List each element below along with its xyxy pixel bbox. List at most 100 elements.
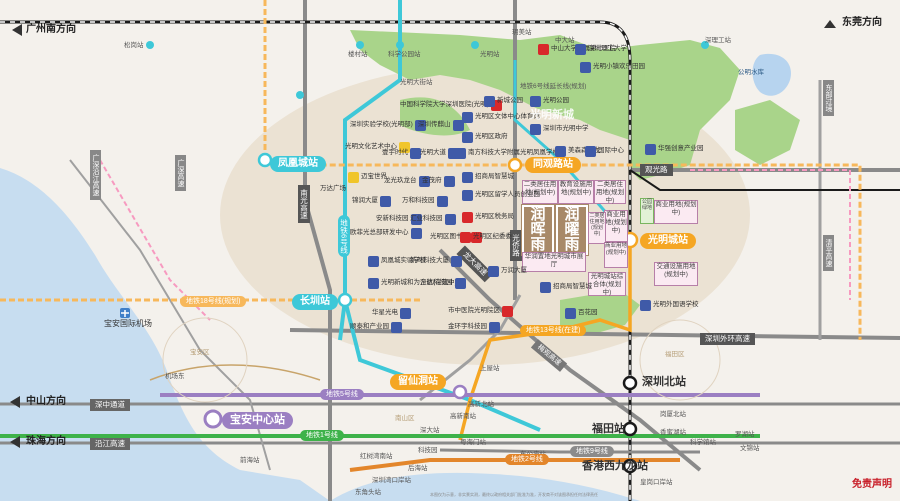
poi-xinsi: 新司科技大厦 xyxy=(410,256,462,267)
road-guanguang: 观光路 xyxy=(640,164,673,176)
station-songgang: 松岗站 xyxy=(124,42,144,49)
road-guangzhou-shenzhen: 广深高速 xyxy=(175,155,186,191)
poi-ofilm: 欧菲光总部研发中心 xyxy=(350,228,422,239)
school-icon xyxy=(414,120,426,131)
metro-line-9 xyxy=(439,448,700,454)
disclaimer-label[interactable]: 免责声明 xyxy=(852,479,892,490)
science-park-dot xyxy=(396,41,404,49)
station-shenzhen-bay: 深圳湾口岸站 xyxy=(372,477,411,484)
metro-line-2 xyxy=(349,458,680,472)
futian-station-dot xyxy=(622,421,638,437)
station-science-park: 科学公园站 xyxy=(388,51,421,58)
school-icon xyxy=(368,256,379,267)
building-icon xyxy=(418,176,430,187)
station-gaoxin-south: 高新南站 xyxy=(450,413,476,420)
station-west-kowloon: 香港西九龙站 xyxy=(582,460,648,472)
poi-discipline: 光明区纪委委 xyxy=(460,232,512,243)
direction-guangzhou: 广州南方向 xyxy=(26,24,76,35)
poi-jinhuanyu: 金环宇科技园 xyxy=(448,322,500,333)
park-icon xyxy=(565,308,576,319)
line-6ext-label: 地铁6号线延长线(规划) xyxy=(520,83,587,90)
road-nanguang: 南光高速 xyxy=(298,185,310,223)
shenzhen-tech-dot xyxy=(701,41,709,49)
direction-dongguan: 东莞方向 xyxy=(842,17,882,28)
poi-wanda: 万达广场 xyxy=(320,185,346,192)
changzhen-station-dot xyxy=(337,292,353,308)
building-icon xyxy=(436,196,448,207)
poi-sports-center: 光明区文体中心体育馆 xyxy=(462,112,540,123)
area-reservoir: 公明水库 xyxy=(738,69,764,76)
area-baoan-airport: 宝安国际机场 xyxy=(104,319,152,328)
station-jichangdong: 机场东 xyxy=(165,373,185,380)
plan-box-residential-3: 二类居住用地(规划中) xyxy=(588,212,606,244)
building-icon xyxy=(380,196,391,207)
poi-shuntaihe: 顺泰和产业园 xyxy=(350,322,402,333)
station-changzhen: 长圳站 xyxy=(292,294,338,310)
direction-zhuhai: 珠海方向 xyxy=(26,436,66,447)
poi-yiyu: 壹宇时代 xyxy=(382,148,421,159)
pearl-river-sea xyxy=(0,168,330,501)
gym-icon xyxy=(462,112,473,123)
green-park-north xyxy=(350,30,740,180)
poi-experimental-school: 深圳实验学校(光明部) xyxy=(350,120,426,131)
poi-xincheng-park: 新城公园 xyxy=(484,96,523,107)
station-xiangmihu: 香蜜湖站 xyxy=(660,429,686,436)
west-kowloon-station-dot xyxy=(622,458,638,474)
station-gangxia: 岗厦北站 xyxy=(660,411,686,418)
poi-jinrun: 锦润大厦 xyxy=(352,196,391,207)
arrow-left-zhongshan xyxy=(10,396,20,408)
footnote-text: 本图仅为示意，非实景实测，最终以政府相关部门批准为准，开发商不对该图承担任何法律… xyxy=(430,492,598,497)
project-runhui: 润晖雨 xyxy=(522,205,554,255)
road-guangshen: 广深沿江高速 xyxy=(90,150,101,200)
building-icon xyxy=(410,228,422,239)
building-icon xyxy=(488,266,499,277)
hospital-icon xyxy=(538,44,549,55)
plan-box-residential-1: 二类居住用地(规划中) xyxy=(522,180,558,204)
school-icon xyxy=(575,44,586,55)
station-shenzhen-university: 深大站 xyxy=(420,427,440,434)
plan-box-showroom: 华润置地光明城市展厅 xyxy=(522,252,586,272)
road-guangqiao: 光侨路 xyxy=(510,230,522,261)
building-icon xyxy=(585,146,596,157)
area-futian-district: 福田区 xyxy=(665,351,685,358)
line-6-label: 地铁6号线 xyxy=(338,215,350,258)
road-waihuan: 深圳外环高速 xyxy=(700,333,755,345)
line-9-label: 地铁9号线 xyxy=(570,446,614,457)
station-guangming-city: 光明城站 xyxy=(640,233,696,249)
arrow-up-dongguan xyxy=(824,20,836,28)
school-icon xyxy=(455,148,466,159)
poi-forest: 美森森林龙 xyxy=(555,146,601,157)
station-zhongda: 中大站 xyxy=(555,37,575,44)
school-icon xyxy=(640,300,651,311)
building-icon xyxy=(368,278,379,289)
building-icon xyxy=(444,214,456,225)
hospital-icon xyxy=(502,306,513,317)
station-baoan-center: 宝安中心站 xyxy=(222,412,293,429)
futian-district-circle xyxy=(639,319,721,401)
station-kexuegaun: 科学馆站 xyxy=(690,439,716,446)
station-gaoxin-north: 高新北站 xyxy=(468,401,494,408)
station-shangwu: 上屋站 xyxy=(480,365,500,372)
tongguan-station-dot xyxy=(507,157,523,173)
station-shenzhen-tech: 深理工站 xyxy=(705,37,731,44)
highspeed-rail-east xyxy=(629,169,900,191)
poi-intl-center: 国际中心 xyxy=(585,146,624,157)
station-luohu: 罗湖站 xyxy=(735,431,755,438)
poi-foreign-school: 光明外国语学校 xyxy=(640,300,699,311)
arrow-left-zhuhai xyxy=(10,436,20,448)
poi-guangming-middle: 深圳市光明中学 xyxy=(530,124,589,135)
building-icon xyxy=(452,120,464,131)
airport-icon-plane xyxy=(121,310,129,317)
poi-longguang: 龙光玖龙台 xyxy=(384,176,430,187)
station-yuehai: 粤海门站 xyxy=(460,439,486,446)
poi-culture-center: 光明文化艺术中心 xyxy=(345,142,410,153)
poi-guangming-park: 光明公园 xyxy=(530,96,569,107)
road-shenzhong: 深中通道 xyxy=(90,399,130,411)
poi-baihua-park: 百花园 xyxy=(565,308,598,319)
park-icon xyxy=(484,96,495,107)
metro-line-6 xyxy=(338,0,402,341)
park-icon xyxy=(530,96,541,107)
poi-cas-hospital: 中国科学院大学深圳医院(光明) xyxy=(400,100,502,111)
building-icon xyxy=(454,278,466,289)
